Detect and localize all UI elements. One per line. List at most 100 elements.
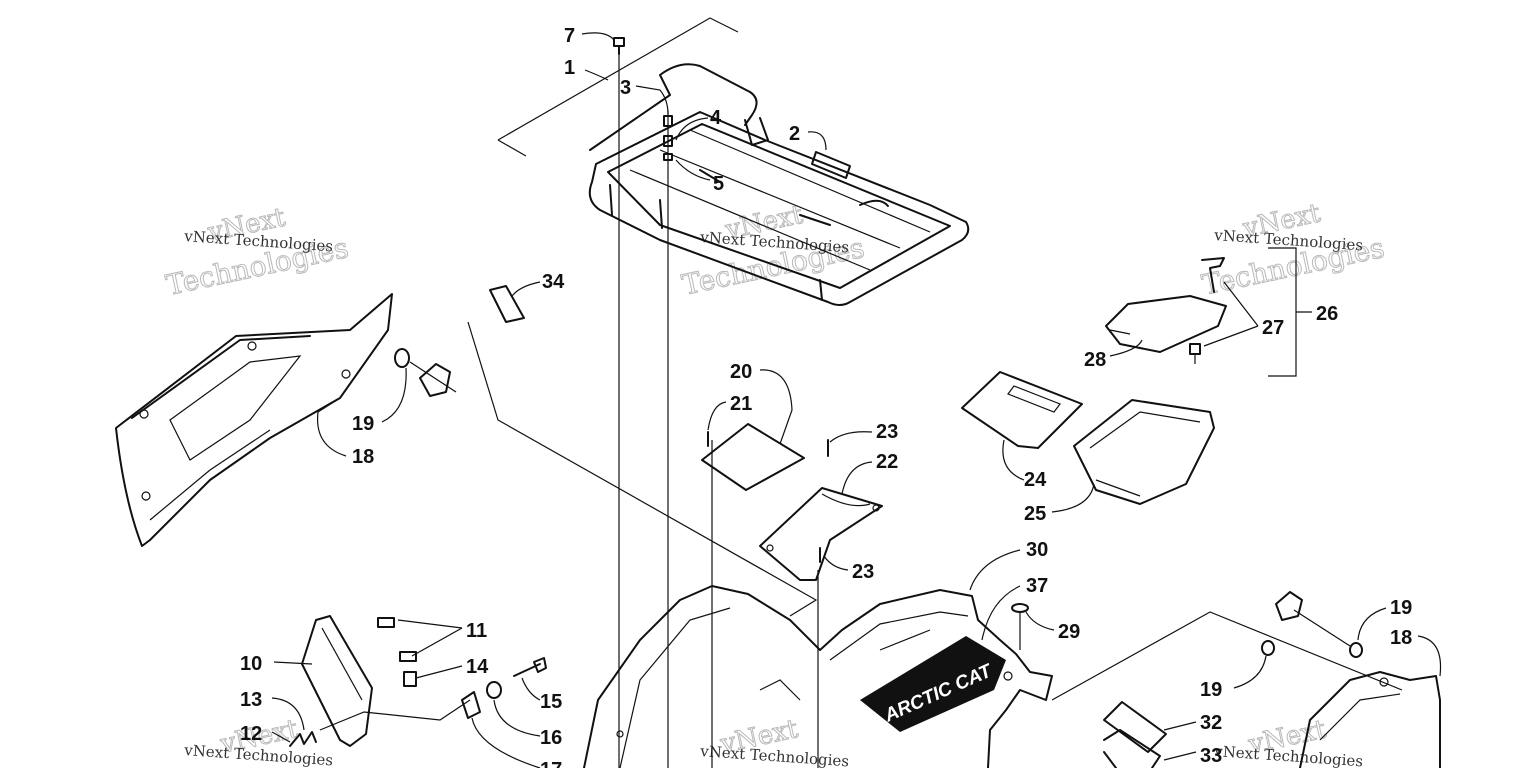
leader-37 — [981, 585, 1021, 641]
grommet-19-right — [1261, 591, 1363, 658]
leader-18-left — [316, 397, 347, 457]
callout-13: 13 — [240, 689, 262, 711]
leader-10 — [273, 661, 313, 665]
callout-33: 33 — [1200, 745, 1222, 767]
callout-25: 25 — [1024, 503, 1046, 525]
bolt-7 — [613, 37, 625, 55]
callout-11: 11 — [466, 620, 487, 642]
bolt-3-washer-4-nut-5 — [663, 115, 673, 161]
leader-12 — [271, 731, 291, 743]
callout-1: 1 — [564, 57, 575, 79]
left-fender — [115, 293, 393, 547]
callout-30: 30 — [1026, 539, 1048, 561]
rear-fender-30 — [583, 585, 1053, 768]
callout-2: 2 — [789, 123, 800, 145]
callout-19-right-top: 19 — [1390, 597, 1412, 619]
screws-11-14 — [377, 617, 417, 687]
bracket-26 — [1268, 247, 1312, 377]
bracket-34 — [467, 321, 818, 617]
callout-28: 28 — [1084, 349, 1106, 371]
screws-23 — [819, 439, 829, 563]
leader-light-wire — [319, 699, 471, 731]
leader-2 — [807, 131, 827, 151]
leader-24 — [1002, 439, 1025, 481]
callout-29: 29 — [1058, 621, 1080, 643]
leader-11 — [397, 619, 463, 657]
callout-5: 5 — [713, 173, 724, 195]
leader-23-bottom — [823, 555, 849, 571]
leader-13 — [271, 697, 305, 731]
leader-34 — [511, 281, 541, 297]
leader-20 — [759, 369, 793, 445]
leader-28 — [1109, 339, 1143, 357]
leader-21 — [707, 401, 727, 431]
callout-4: 4 — [710, 107, 722, 129]
fasteners-27 — [1189, 257, 1225, 364]
grommet-19-left — [394, 348, 457, 397]
callout-19-left: 19 — [352, 413, 374, 435]
rivet-29 — [1011, 603, 1029, 650]
leader-3 — [635, 85, 669, 115]
arctic-cat-decal-37: ARCTIC CAT — [860, 636, 1006, 732]
leader-18-right — [1417, 635, 1442, 677]
callout-26: 26 — [1316, 303, 1338, 325]
callout-7: 7 — [564, 25, 575, 47]
callout-15: 15 — [540, 691, 562, 713]
cover-20 — [701, 423, 805, 491]
decal-33 — [1103, 729, 1161, 768]
leader-4 — [675, 117, 709, 141]
callout-3: 3 — [620, 77, 631, 99]
callout-32: 32 — [1200, 712, 1222, 734]
leader-1 — [584, 69, 609, 81]
leader-23-top — [829, 431, 873, 443]
lid-24 — [961, 371, 1083, 449]
callout-23-top: 23 — [876, 421, 898, 443]
leader-25 — [1051, 483, 1095, 513]
tail-light-10 — [301, 615, 373, 747]
bracket-right — [1051, 611, 1403, 701]
callout-21: 21 — [730, 393, 752, 415]
leader-15 — [521, 677, 541, 701]
rear-rack — [588, 63, 970, 306]
right-fender — [1299, 671, 1441, 768]
leader-19-right-top — [1357, 607, 1387, 641]
decal-2 — [811, 151, 851, 179]
callout-24: 24 — [1024, 469, 1047, 491]
leader-27 — [1203, 281, 1259, 347]
leader-32 — [1163, 721, 1197, 731]
bracket-22 — [759, 487, 883, 581]
callout-34: 34 — [542, 271, 565, 293]
leader-19-right-mid — [1233, 655, 1267, 689]
decal-32 — [1103, 701, 1167, 753]
leader-5 — [675, 159, 711, 181]
leader-29 — [1025, 611, 1055, 631]
spring-12 — [289, 731, 317, 747]
leader-16 — [493, 699, 541, 737]
leader-7 — [581, 32, 615, 41]
storage-box-25 — [1073, 399, 1215, 505]
lid-28 — [1105, 295, 1227, 353]
leader-19-left — [381, 367, 407, 423]
decal-34 — [489, 285, 525, 323]
callout-27: 27 — [1262, 317, 1284, 339]
callout-10: 10 — [240, 653, 262, 675]
leader-14 — [415, 665, 463, 679]
leader-30 — [969, 549, 1021, 591]
leader-33 — [1163, 751, 1197, 761]
callout-37: 37 — [1026, 575, 1048, 597]
callout-17: 17 — [540, 759, 562, 768]
grommet-16-17 — [461, 681, 502, 719]
callout-20: 20 — [730, 361, 752, 383]
callout-18-left: 18 — [352, 446, 374, 468]
leader-17 — [471, 717, 541, 768]
callout-19-right-mid: 19 — [1200, 679, 1222, 701]
leader-22 — [841, 461, 873, 495]
bolt-15 — [513, 657, 547, 677]
callout-16: 16 — [540, 727, 562, 749]
callout-18-right: 18 — [1390, 627, 1412, 649]
callout-23-bottom: 23 — [852, 561, 874, 583]
callout-22: 22 — [876, 451, 898, 473]
callout-14: 14 — [466, 656, 489, 678]
callout-12: 12 — [240, 723, 262, 745]
